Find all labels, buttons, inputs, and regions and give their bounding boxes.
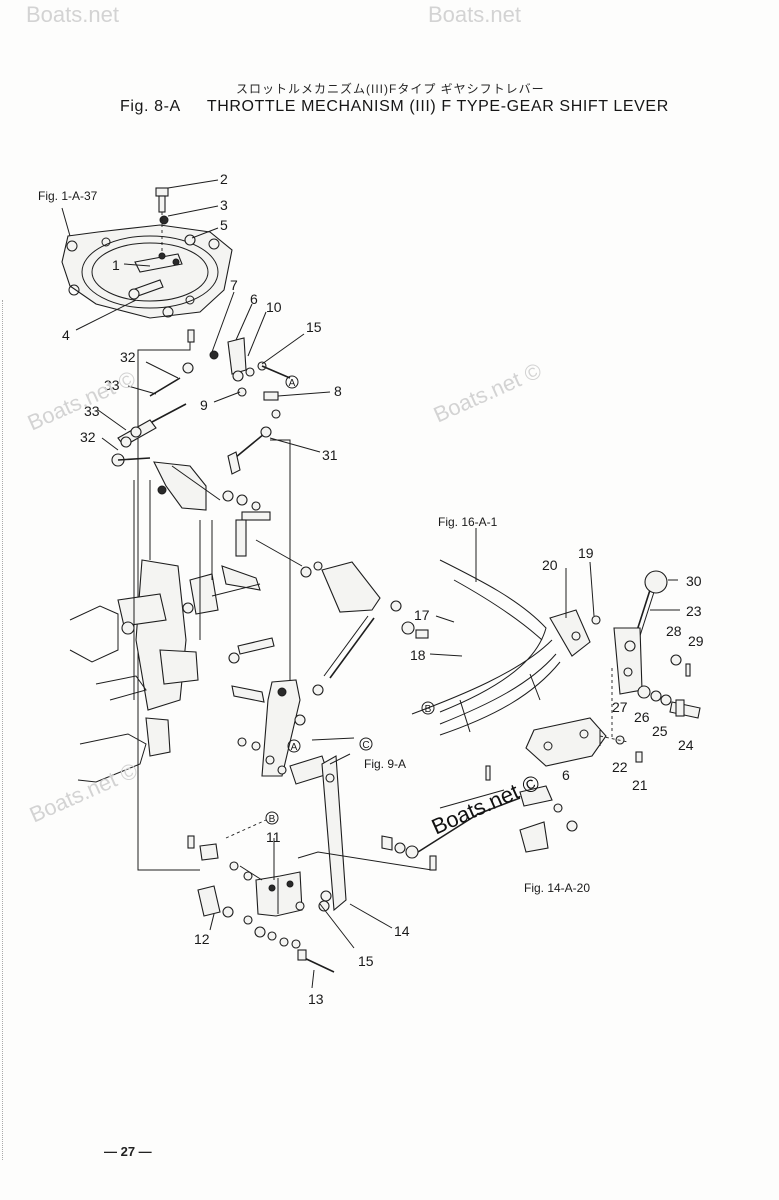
pin-29	[685, 663, 691, 677]
callout-24: 24	[678, 737, 694, 753]
shift-cable-linkage	[381, 765, 578, 871]
callout-33-top: 33	[104, 377, 120, 393]
shift-arm-14	[318, 755, 347, 912]
center-line-left	[137, 330, 200, 871]
figure-title: THROTTLE MECHANISM (III) F TYPE-GEAR SHI…	[206, 98, 669, 115]
callout-7: 7	[230, 277, 238, 293]
callout-20: 20	[542, 557, 558, 573]
callout-29: 29	[688, 633, 704, 649]
callout-6-right: 6	[562, 767, 570, 783]
watermark: Boats.net	[26, 2, 119, 27]
callout-11: 11	[266, 829, 281, 845]
callout-18: 18	[410, 647, 426, 663]
callout-32-bottom: 32	[80, 429, 96, 445]
control-bracket-assembly	[117, 461, 275, 757]
engine-outline-left	[69, 605, 147, 783]
callout-26: 26	[634, 709, 650, 725]
callout-15-bottom: 15	[358, 953, 374, 969]
pin-12	[197, 885, 234, 918]
throttle-housing-plate	[61, 224, 233, 319]
ref-leader-b2	[439, 789, 505, 809]
callout-25: 25	[652, 723, 668, 739]
bolt-2	[155, 187, 169, 213]
ref-markers: A A B B C	[265, 375, 435, 825]
callout-27: 27	[612, 699, 628, 715]
callout-17: 17	[414, 607, 430, 623]
knob-30	[644, 570, 668, 594]
lever-bracket-6	[525, 717, 607, 767]
callout-9: 9	[200, 397, 208, 413]
shift-bracket-11	[229, 861, 335, 973]
diagram-title: Fig. 8-A THROTTLE MECHANISM (III) F TYPE-…	[120, 98, 669, 116]
callout-4: 4	[62, 327, 70, 343]
pin-11-upper	[187, 835, 219, 861]
watermark: Boats.net	[428, 2, 521, 27]
lever-pivot-parts	[637, 685, 701, 719]
callout-6-top: 6	[250, 291, 258, 307]
part-callouts: 2 3 5 1 4 7 6 10 15 9 8 31 32 33 33 32 2…	[62, 171, 704, 1007]
mounting-plate-20	[549, 609, 601, 657]
ref-fig-16-a-1: Fig. 16-A-1	[438, 515, 498, 529]
throttle-link-upper	[209, 337, 291, 401]
collar-5	[184, 234, 196, 246]
callout-30: 30	[686, 573, 702, 589]
center-line-right	[270, 439, 291, 690]
figure-references: Fig. 1-A-37 Fig. 16-A-1 Fig. 9-A Fig. 14…	[38, 189, 590, 895]
marker-c: C	[362, 740, 369, 751]
marker-a-top: A	[289, 378, 296, 389]
rod-end-31	[227, 409, 281, 475]
callout-12: 12	[194, 931, 210, 947]
callout-14: 14	[394, 923, 410, 939]
title-japanese: スロットルメカニズム(III)Fタイプ ギヤシフトレバー	[236, 82, 545, 96]
callout-33-bottom: 33	[84, 403, 100, 419]
callout-32-top: 32	[120, 349, 136, 365]
page-number: — 27 —	[104, 1144, 152, 1159]
marker-b-bottom: B	[269, 814, 276, 825]
callout-19: 19	[578, 545, 594, 561]
callout-1: 1	[112, 257, 120, 273]
callout-8: 8	[334, 383, 342, 399]
callout-13: 13	[308, 991, 324, 1007]
callout-31: 31	[322, 447, 338, 463]
washer-3	[159, 215, 169, 225]
link-plate-lower	[237, 679, 329, 785]
ref-fig-1-a-37: Fig. 1-A-37	[38, 189, 98, 203]
callout-28: 28	[666, 623, 682, 639]
guide-line	[297, 851, 433, 871]
figure-number: Fig. 8-A	[120, 98, 181, 115]
ref-fig-9-a: Fig. 9-A	[364, 757, 406, 771]
callout-22: 22	[612, 759, 628, 775]
throttle-rod-33	[111, 329, 195, 467]
hull-panel	[411, 559, 561, 736]
washer-28	[670, 654, 682, 666]
callout-3: 3	[220, 197, 228, 213]
callout-leaders	[61, 179, 680, 989]
marker-a-bottom: A	[291, 742, 298, 753]
callout-23: 23	[686, 603, 702, 619]
shift-link-center	[255, 539, 429, 696]
marker-b-left: B	[425, 704, 432, 715]
callout-15-top: 15	[306, 319, 322, 335]
binding-edge	[2, 300, 4, 1160]
callout-10: 10	[266, 299, 282, 315]
callout-2: 2	[220, 171, 228, 187]
ref-fig-14-a-20: Fig. 14-A-20	[524, 881, 590, 895]
gear-shift-lever-23	[613, 589, 655, 695]
bolt-21	[635, 751, 643, 763]
callout-21: 21	[632, 777, 648, 793]
callout-5: 5	[220, 217, 228, 233]
